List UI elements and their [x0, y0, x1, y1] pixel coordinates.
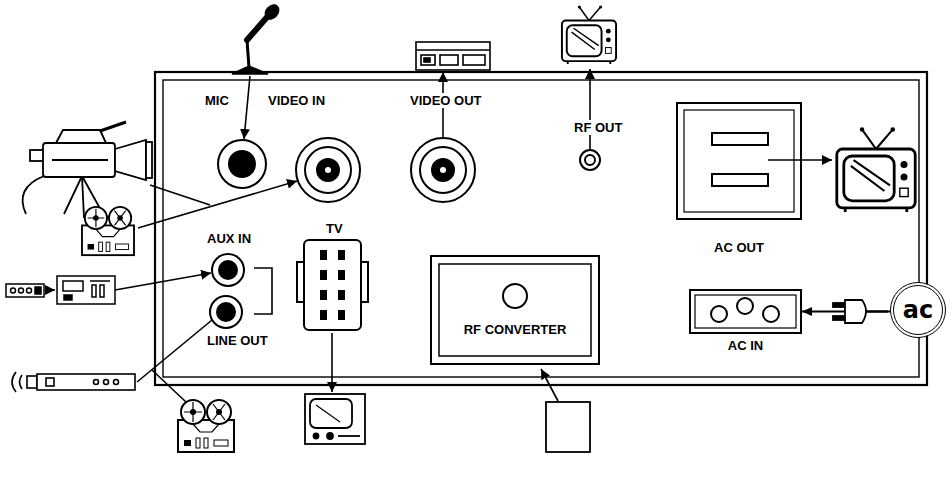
label-text: MIC [205, 93, 229, 108]
jack-label: VIDEO IN [268, 93, 325, 108]
power-plug [833, 300, 888, 323]
panel-housing [155, 72, 927, 385]
label-text: AUX IN [207, 231, 251, 246]
rf-out-jack [580, 150, 600, 170]
line-out-jack [210, 296, 242, 328]
tape-recorder [178, 400, 234, 452]
jack-label: AUX IN [207, 231, 251, 246]
mic-jack [218, 140, 266, 188]
label-text: ac [903, 297, 933, 323]
video-recorder [416, 42, 490, 70]
label-text: AC OUT [714, 240, 764, 255]
inlet-box: AC IN [689, 289, 802, 334]
ac-outlet [684, 110, 794, 212]
video-in-jack [296, 138, 360, 202]
jack-label: LINE OUT [207, 333, 268, 348]
tv-connector [297, 240, 368, 330]
label-text: RF OUT [572, 120, 624, 135]
label-text: VIDEO OUT [408, 93, 484, 108]
label-text: RF CONVERTER [464, 322, 567, 337]
arrow-head [802, 307, 812, 316]
jack-label: MIC [205, 93, 229, 108]
video-out-jack [411, 138, 475, 202]
ac-inlet [695, 295, 796, 328]
tv-receiver [837, 127, 915, 212]
label-text: VIDEO IN [268, 93, 325, 108]
connector-label: TV [326, 221, 343, 236]
rf-converter-module [546, 402, 590, 452]
video-monitor [305, 394, 365, 444]
wireless-microphone [12, 372, 135, 392]
aux-in-jack [212, 254, 244, 286]
tv-receiver [562, 5, 616, 64]
tape-recorder [82, 207, 134, 255]
cassette-deck [6, 276, 115, 304]
rf-converter-bay [439, 264, 591, 356]
video-camera [23, 122, 152, 218]
ac-symbol-circle: ac [890, 282, 946, 338]
label-text: AC IN [728, 338, 763, 353]
jack-label: VIDEO OUT [408, 93, 484, 108]
outlet-box: AC OUT [676, 102, 802, 220]
label-text: LINE OUT [207, 333, 268, 348]
microphone-on-stand [232, 2, 282, 74]
converter-bay: RF CONVERTER [430, 255, 600, 365]
label-text: TV [326, 221, 343, 236]
jack-label: RF OUT [572, 120, 624, 135]
